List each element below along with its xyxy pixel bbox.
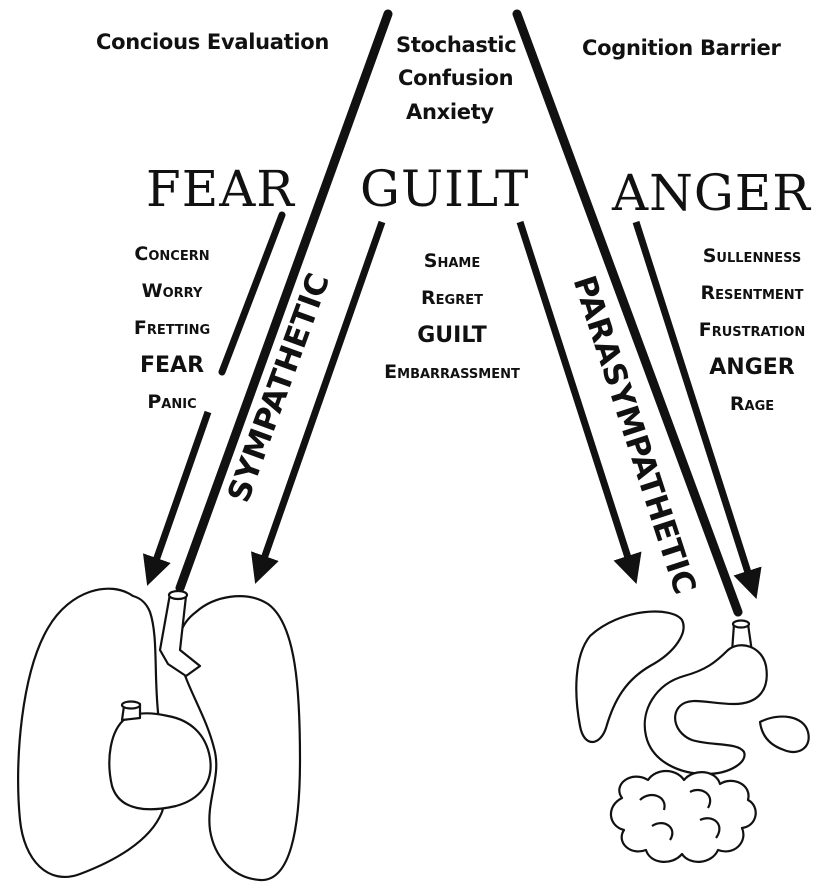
fear-level-fretting: Fretting <box>114 310 230 347</box>
anger-level-sullenness: Sullenness <box>672 238 832 275</box>
intestines <box>611 771 756 862</box>
fear-level-concern: Concern <box>114 236 230 273</box>
lungs-heart-drawing <box>18 589 300 880</box>
conscious-evaluation-label: Concious Evaluation <box>96 30 329 54</box>
fear-heading: FEAR <box>146 160 295 218</box>
stochastic-label: Stochastic <box>396 33 516 57</box>
fear-levels: Concern Worry Fretting FEAR Panic <box>114 236 230 421</box>
cognition-barrier-label: Cognition Barrier <box>582 36 781 60</box>
guilt-level-embarrassment: Embarrassment <box>352 354 552 391</box>
guilt-levels: Shame Regret GUILT Embarrassment <box>352 243 552 391</box>
fear-level-panic: Panic <box>114 384 230 421</box>
guilt-level-regret: Regret <box>352 280 552 317</box>
guilt-level-shame: Shame <box>352 243 552 280</box>
anger-level-rage: Rage <box>672 386 832 423</box>
fear-level-worry: Worry <box>114 273 230 310</box>
fear-arrow <box>152 412 208 572</box>
anger-level-resentment: Resentment <box>672 275 832 312</box>
heart <box>109 713 210 809</box>
anger-levels: Sullenness Resentment Frustration ANGER … <box>672 238 832 423</box>
guilt-heading: GUILT <box>360 160 529 218</box>
confusion-label: Confusion <box>398 66 513 90</box>
pancreas <box>760 717 809 752</box>
anger-heading: ANGER <box>612 164 811 222</box>
anxiety-label: Anxiety <box>406 100 494 124</box>
fear-level-fear: FEAR <box>114 347 230 384</box>
guilt-level-guilt: GUILT <box>352 317 552 354</box>
anger-level-frustration: Frustration <box>672 312 832 349</box>
anger-level-anger: ANGER <box>672 349 832 386</box>
digestive-organs-drawing <box>576 612 808 862</box>
stomach <box>645 645 767 774</box>
